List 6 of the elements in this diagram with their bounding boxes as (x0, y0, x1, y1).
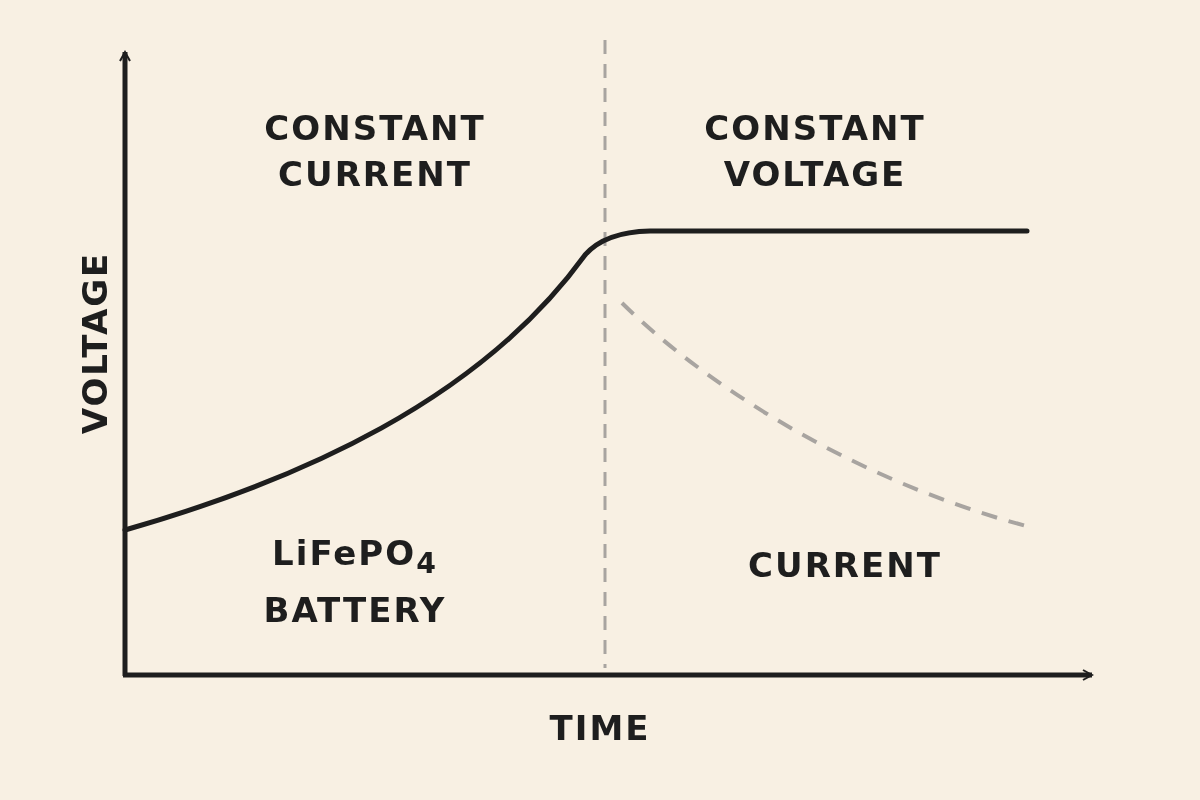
phase-label: CONSTANT VOLTAGE (703, 107, 927, 196)
phase-label: CONSTANT CURRENT (263, 107, 487, 196)
axis-label: TIME (548, 707, 652, 750)
battery-label: LiFePO$_{4}$ BATTERY (262, 532, 448, 632)
axis-label: VOLTAGE (74, 250, 116, 437)
curve-label: CURRENT (747, 544, 943, 587)
